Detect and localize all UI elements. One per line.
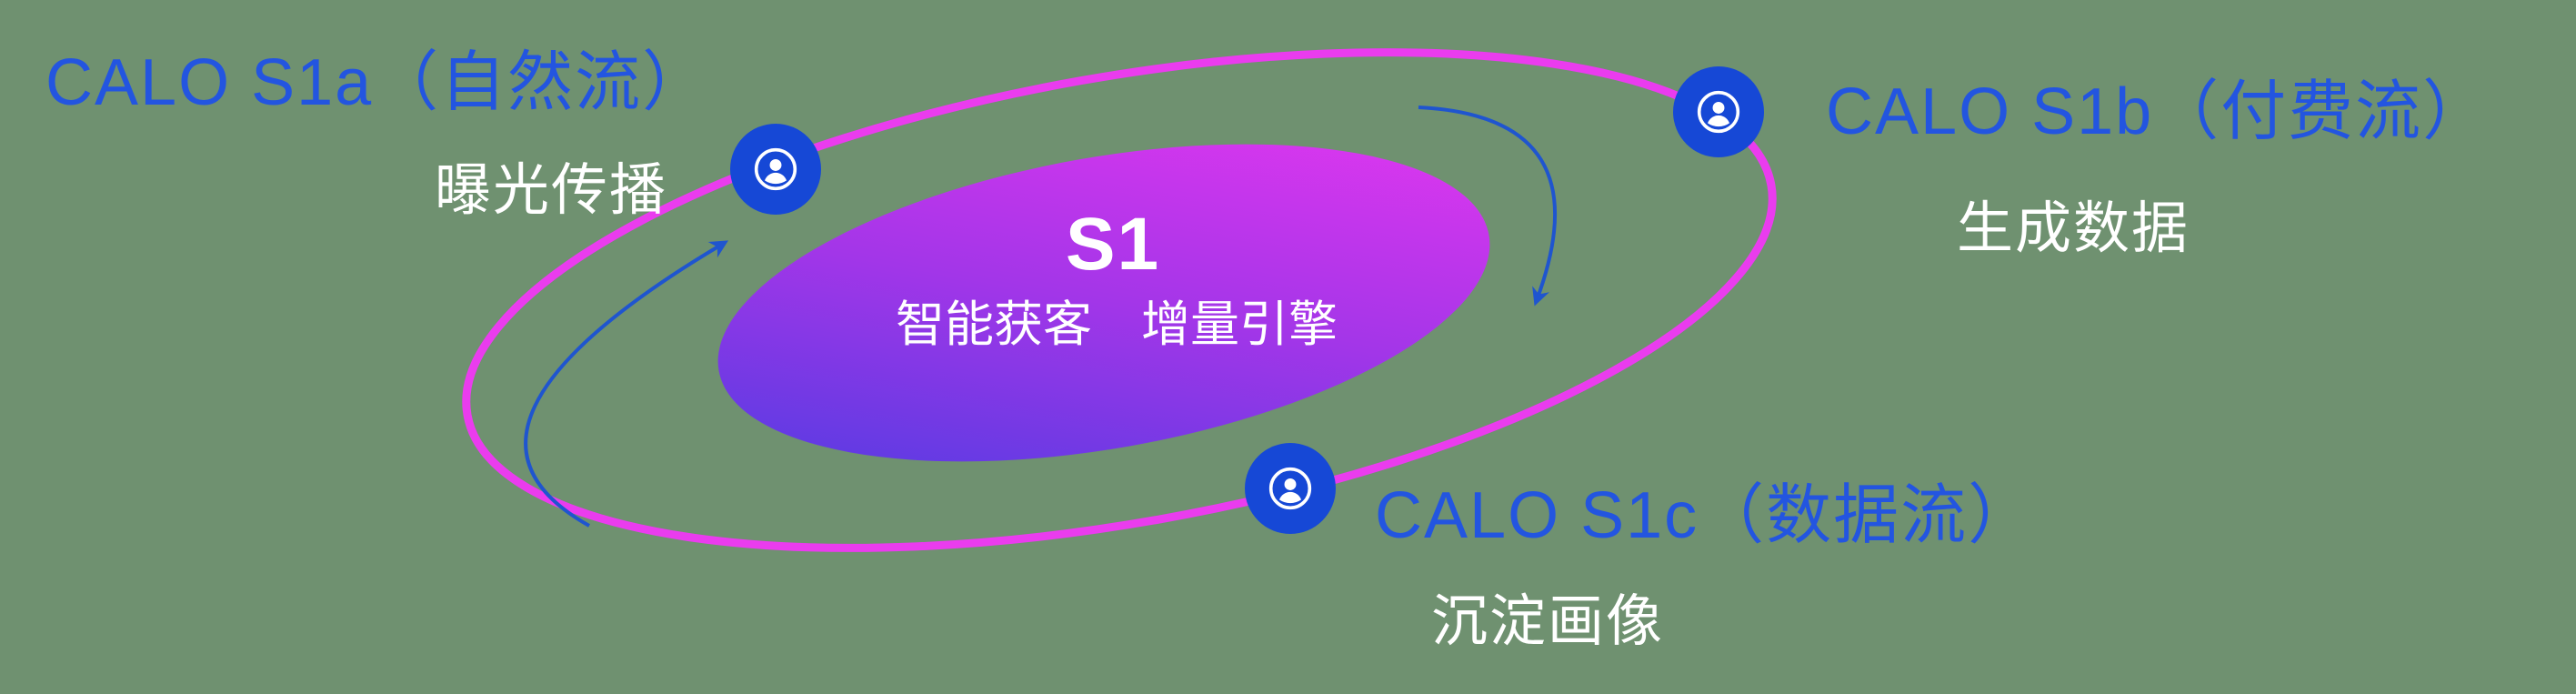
label-calo-s1c: CALO S1c（数据流）	[1375, 479, 2036, 552]
core-title: S1	[1065, 203, 1161, 286]
flow-arrow-right	[1418, 106, 1557, 307]
user-icon	[1268, 467, 1312, 510]
node-s1b	[1673, 66, 1764, 157]
label-calo-s1b: CALO S1b（付费流）	[1826, 75, 2491, 148]
flow-arrow-left	[524, 240, 729, 528]
orbit-ring	[462, 48, 1777, 552]
subtitle-s1c: 沉淀画像	[1431, 590, 1665, 653]
core-subtitle: 智能获客 增量引擎	[896, 297, 1338, 352]
subtitle-s1a: 曝光传播	[435, 159, 668, 222]
subtitle-s1b: 生成数据	[1957, 197, 2190, 260]
core-ellipse	[717, 144, 1490, 462]
user-icon	[1697, 90, 1740, 134]
label-calo-s1a: CALO S1a（自然流）	[45, 46, 710, 119]
node-s1a	[730, 124, 821, 215]
node-s1c	[1245, 443, 1336, 534]
user-icon	[754, 147, 797, 191]
